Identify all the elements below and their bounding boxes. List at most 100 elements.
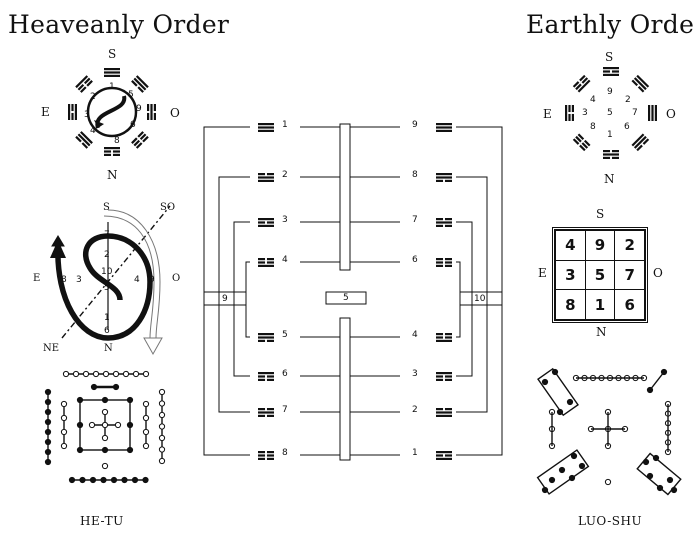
open-dot: [60, 428, 68, 436]
earthly-order-title: Earthly Order: [526, 10, 695, 39]
he-tu-ring-number: 4: [90, 126, 96, 136]
right-trigram-number: 6: [412, 255, 418, 265]
he-tu-ring-number: 6: [130, 120, 136, 130]
open-dot: [82, 370, 90, 378]
open-dot: [122, 370, 130, 378]
filled-dot: [131, 476, 139, 484]
he-tu-spiral: [50, 205, 171, 356]
open-dot: [158, 423, 166, 430]
right-trigram-number: 2: [412, 405, 418, 415]
open-dot: [142, 400, 150, 408]
trigram-icon: [436, 218, 452, 227]
cell: 9: [584, 230, 616, 261]
spiral-number: 10: [101, 267, 113, 277]
trigram-icon: [104, 147, 120, 156]
trigram-icon: [75, 75, 93, 93]
luo-shu-ring-south: S: [605, 50, 614, 64]
trigram-icon: [603, 150, 619, 159]
luo-shu-ring-number: 7: [632, 108, 638, 118]
cell: 2: [614, 230, 645, 261]
trigram-icon: [75, 131, 93, 149]
right-trigram-number: 8: [412, 170, 418, 180]
left-trigram-number: 2: [282, 170, 288, 180]
open-dot: [101, 462, 109, 470]
spiral-number: 3: [76, 275, 82, 285]
filled-dot: [541, 378, 549, 386]
trigram-icon: [631, 133, 650, 152]
center-correspondence-diagram: [203, 123, 503, 461]
cell: 7: [614, 259, 645, 291]
cell: 6: [614, 289, 645, 320]
trigram-icon: [647, 105, 657, 121]
magic-square-west: O: [653, 266, 663, 280]
open-dot: [142, 370, 150, 378]
filled-dot: [142, 476, 149, 484]
spiral-number: 9: [149, 275, 155, 285]
open-dot: [92, 370, 100, 378]
right-trigram-number: 9: [412, 120, 418, 130]
he-tu-ring-number: 9: [136, 104, 142, 114]
center-right-box: 10: [474, 294, 486, 304]
luo-shu-ring-number: 2: [625, 95, 631, 105]
trigram-icon: [436, 173, 452, 182]
center-middle-box: 5: [343, 293, 349, 303]
right-trigram-number: 1: [412, 448, 418, 458]
trigram-icon: [258, 218, 274, 227]
luo-shu-ring-number: 4: [590, 95, 596, 105]
filled-dot: [548, 476, 556, 484]
filled-dot: [89, 476, 97, 484]
he-tu-ring-number: 8: [114, 136, 120, 146]
filled-dot: [578, 462, 586, 470]
open-dot: [142, 428, 150, 436]
spiral-number: 6: [104, 326, 110, 336]
spiral-number: 4: [134, 275, 140, 285]
left-trigram-number: 6: [282, 369, 288, 379]
filled-dot: [121, 476, 128, 484]
he-tu-caption: HE-TU: [80, 514, 124, 528]
spiral-number: 7: [104, 230, 110, 240]
trigram-icon: [104, 68, 120, 77]
filled-dot: [558, 466, 566, 474]
trigram-icon: [258, 258, 274, 267]
filled-dot: [79, 476, 86, 484]
trigram-icon: [572, 74, 591, 93]
open-dot: [112, 370, 120, 378]
filled-dot: [44, 418, 52, 426]
luo-shu-ring-west: O: [666, 107, 676, 121]
heavenly-order-title: Heaveanly Order: [8, 10, 230, 39]
magic-square-north: N: [596, 325, 607, 339]
luo-shu-trigram-ring: [584, 86, 638, 140]
filled-dot: [44, 448, 52, 456]
spiral-number: 1: [104, 313, 110, 323]
cell: 4: [555, 230, 586, 261]
spiral-south: S: [103, 202, 110, 213]
left-trigram-number: 3: [282, 215, 288, 225]
trigram-icon: [436, 451, 452, 460]
center-left-box: 9: [222, 294, 228, 304]
filled-dot: [101, 396, 109, 404]
trigram-icon: [565, 104, 575, 121]
filled-dot: [44, 388, 52, 396]
filled-dot: [126, 446, 134, 454]
trigram-icon: [258, 333, 274, 342]
he-tu-ring-number: 3: [84, 110, 90, 120]
open-dot: [101, 408, 109, 416]
trigram-icon: [258, 173, 274, 182]
cell: 3: [555, 259, 586, 291]
open-dot: [60, 400, 68, 408]
open-dot: [132, 370, 140, 378]
trigram-icon: [131, 131, 149, 149]
open-dot: [102, 370, 110, 378]
open-dot: [62, 370, 70, 378]
cell: 8: [555, 289, 586, 320]
trigram-icon: [631, 74, 650, 93]
filled-dot: [101, 446, 109, 454]
luo-shu-ring-number: 5: [607, 108, 613, 118]
he-tu-ring-north: N: [107, 168, 118, 182]
open-dot: [604, 478, 612, 486]
filled-dot: [566, 398, 574, 406]
he-tu-ring-west: O: [170, 106, 180, 120]
open-dot: [142, 442, 150, 450]
